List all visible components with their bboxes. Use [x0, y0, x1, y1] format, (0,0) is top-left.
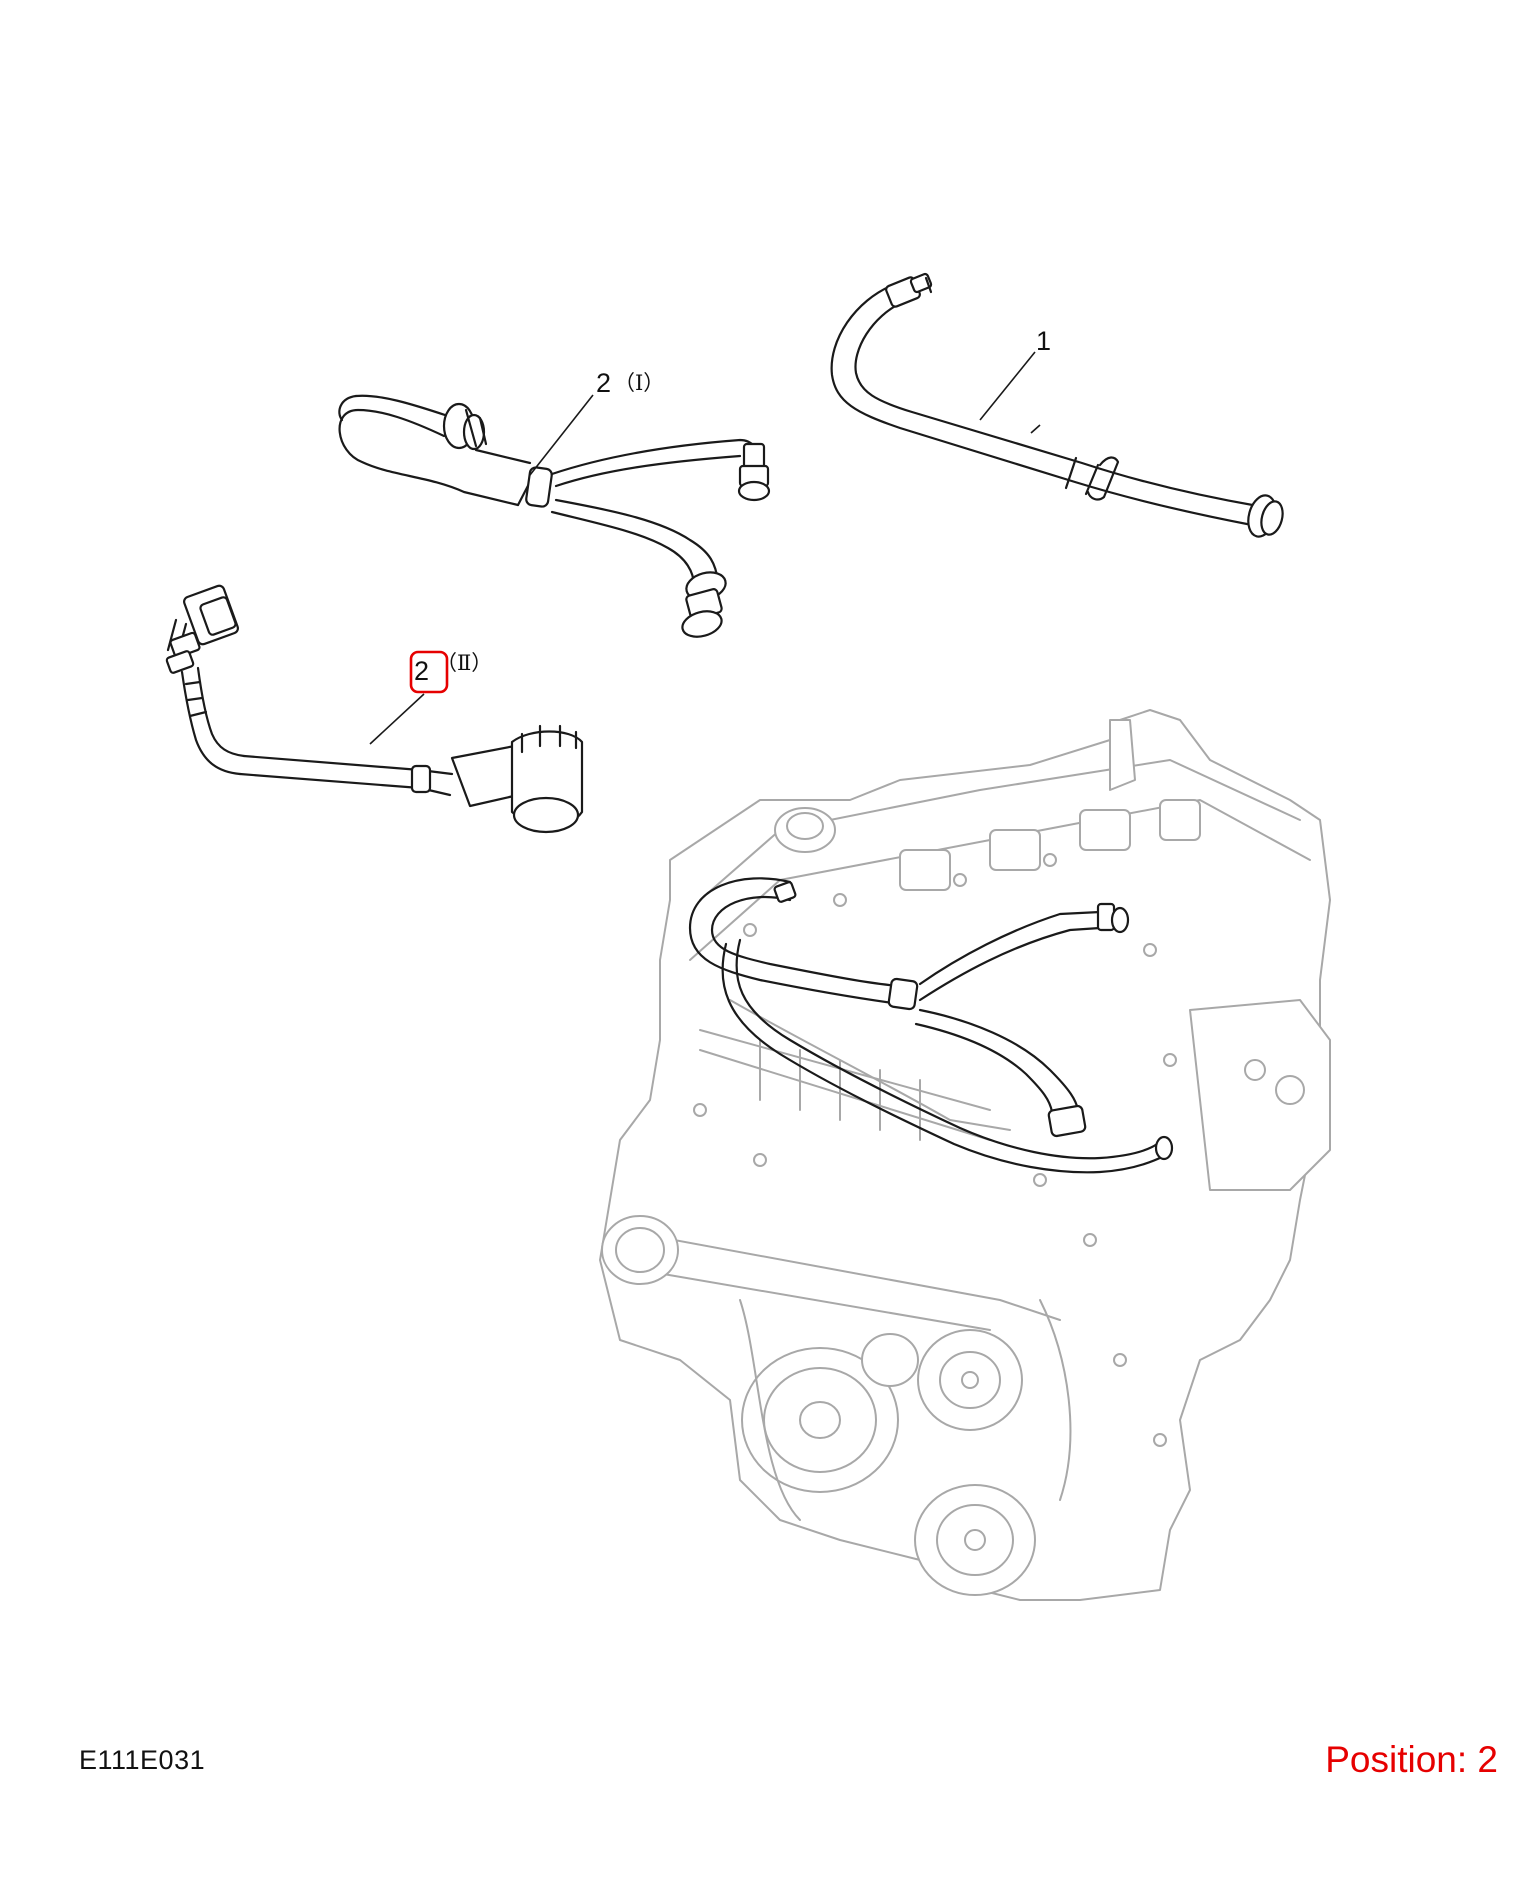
callout-2-i-number: 2 [596, 368, 611, 398]
callout-2-i-suffix: （Ⅰ） [614, 371, 664, 395]
drawing-code: E111E031 [79, 1745, 206, 1775]
callout-2-ii-number: 2 [414, 656, 429, 686]
highlight-box [409, 650, 449, 694]
hose-part-1-icon[interactable] [830, 272, 1286, 540]
hose-part-2-ii-icon[interactable] [165, 584, 584, 834]
callout-1-number: 1 [1036, 326, 1051, 356]
installed-hose-icon [688, 877, 1174, 1174]
position-label: Position: 2 [1325, 1739, 1498, 1780]
engine-assembly-icon [599, 709, 1331, 1601]
hose-part-2-i-icon[interactable] [338, 394, 771, 641]
